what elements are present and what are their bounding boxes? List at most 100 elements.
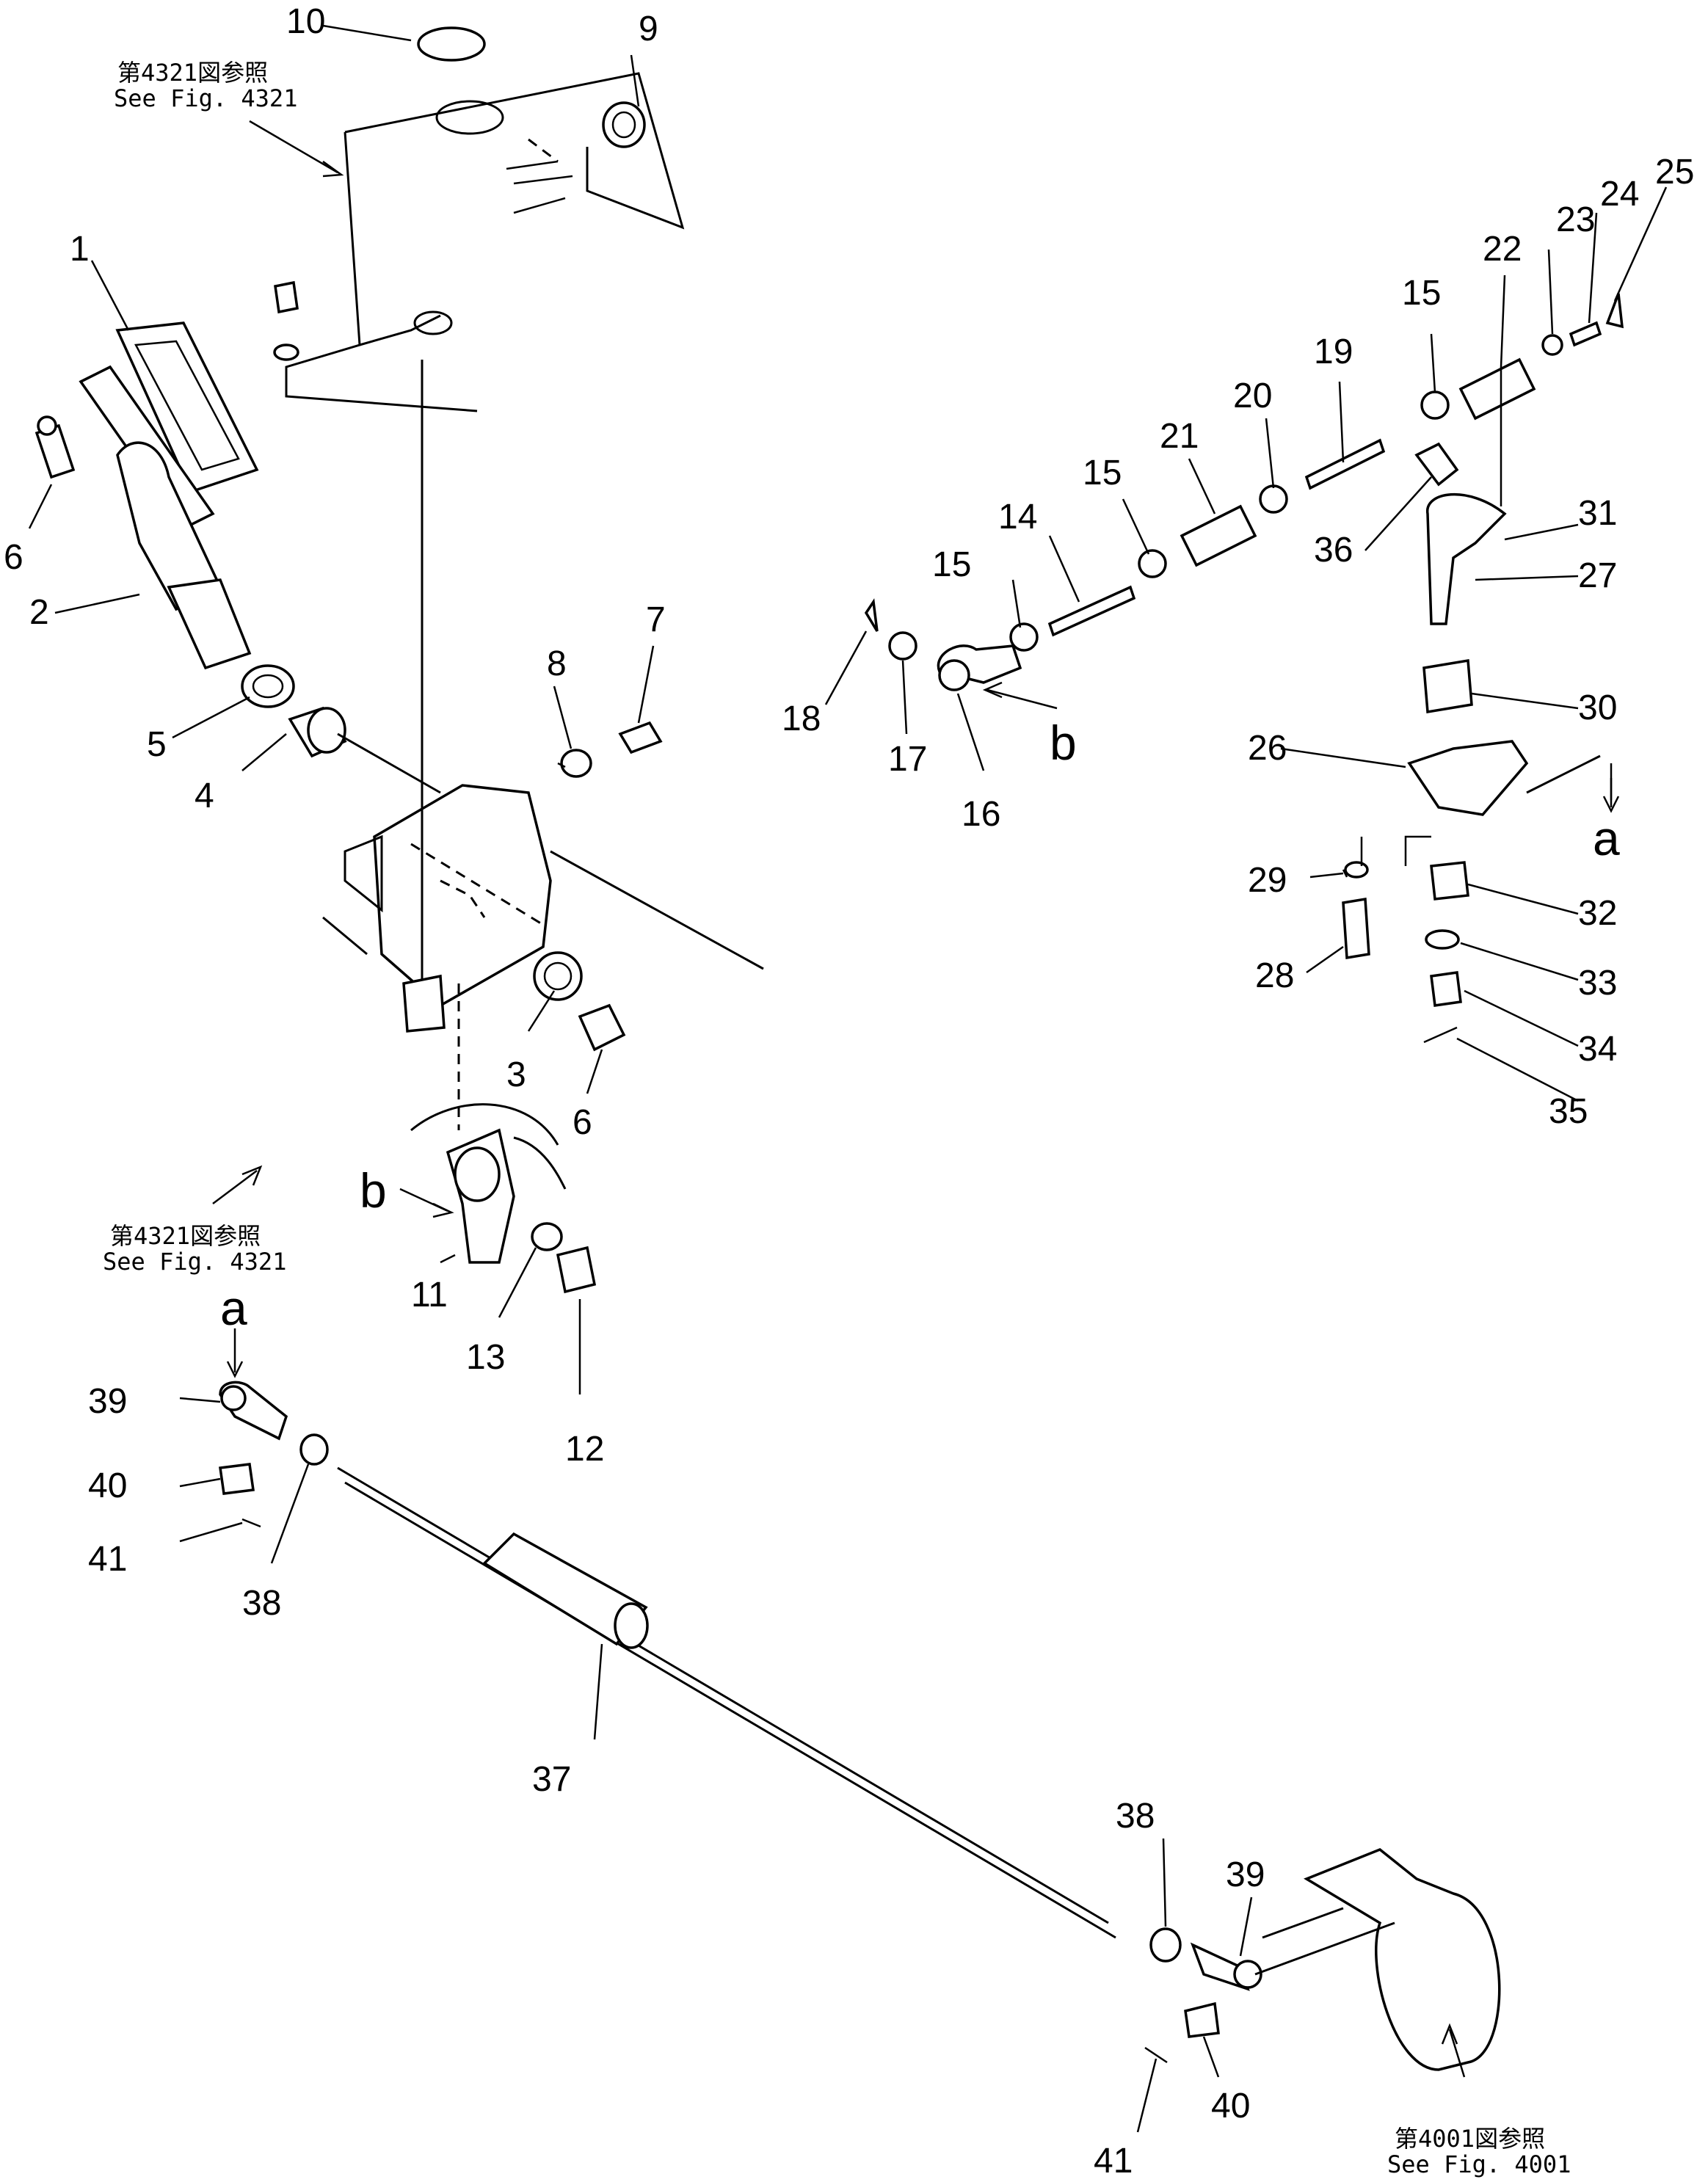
pin-18: [864, 598, 879, 632]
label-1: 1: [70, 230, 90, 269]
grease-fitting-lower: [578, 1003, 626, 1052]
label-9: 9: [639, 10, 658, 48]
label-15c: 15: [1402, 274, 1441, 313]
label-6b: 6: [573, 1103, 592, 1142]
ref-4001-jp: 第4001図参照: [1395, 2125, 1545, 2153]
pin-25: [1605, 293, 1624, 329]
upper-bracket-plate: [285, 72, 685, 412]
label-19: 19: [1314, 332, 1353, 371]
ref-4321-top-en: See Fig. 4321: [114, 84, 297, 112]
label-38b: 38: [1116, 1797, 1155, 1836]
nut-23: [1541, 334, 1563, 356]
washer-33: [1425, 929, 1460, 950]
label-21: 21: [1160, 417, 1199, 456]
label-15a: 15: [932, 545, 971, 584]
nut-40-left: [219, 1463, 255, 1495]
label-39b: 39: [1226, 1855, 1265, 1894]
lever-11: [410, 1103, 597, 1294]
label-40a: 40: [88, 1466, 127, 1505]
label-28: 28: [1255, 956, 1294, 995]
cap-10: [417, 26, 486, 62]
ref-4321-top-jp: 第4321図参照: [117, 59, 268, 87]
stud-19: [1304, 438, 1386, 490]
nut-34: [1430, 971, 1462, 1007]
nut-38-left: [299, 1433, 329, 1466]
tube-21: [1180, 504, 1257, 567]
label-27: 27: [1578, 556, 1617, 595]
view-markers: a a b b: [220, 716, 1620, 1335]
bushing-30: [1422, 658, 1473, 714]
lower-right-bracket: [1304, 1847, 1501, 2071]
leader-lines: [28, 24, 1668, 2133]
ref-4321-mid-jp: 第4321図参照: [110, 1222, 261, 1250]
label-35: 35: [1549, 1092, 1588, 1131]
label-34: 34: [1578, 1030, 1617, 1069]
marker-a-right: a: [1593, 811, 1620, 865]
label-6a: 6: [4, 538, 23, 577]
label-26: 26: [1248, 729, 1287, 768]
lever-31: [1426, 492, 1507, 625]
washer-29: [1344, 861, 1369, 879]
pedal-assembly: [34, 321, 347, 758]
label-16: 16: [962, 795, 1000, 834]
rod-tube: [482, 1532, 648, 1646]
seal-ring: [241, 664, 295, 708]
label-11: 11: [411, 1276, 448, 1314]
nut-17: [888, 631, 917, 661]
nut-15c: [1420, 390, 1450, 420]
reference-arrows: [212, 120, 1620, 2078]
nut-20: [1259, 484, 1288, 514]
label-23: 23: [1556, 200, 1595, 239]
nut-15b: [1138, 549, 1167, 578]
washer-13: [531, 1222, 563, 1251]
label-41b: 41: [1094, 2142, 1133, 2181]
nut-40-right: [1184, 2001, 1220, 2038]
bolt-12: [556, 1245, 597, 1294]
nut-15a: [1009, 622, 1039, 652]
label-37: 37: [532, 1760, 571, 1799]
label-20: 20: [1233, 377, 1272, 415]
label-4: 4: [195, 777, 214, 815]
label-29: 29: [1248, 861, 1287, 900]
label-14: 14: [998, 498, 1037, 537]
grommet-9: [602, 101, 646, 148]
label-7: 7: [646, 600, 666, 639]
ref-4001-en: See Fig. 4001: [1387, 2150, 1571, 2178]
label-25: 25: [1655, 153, 1694, 192]
bushing-32: [1430, 861, 1469, 901]
lever-26: [1407, 740, 1529, 816]
tube-22: [1458, 357, 1536, 421]
label-41a: 41: [88, 1540, 127, 1579]
label-8: 8: [547, 644, 567, 683]
nut-38-right: [1149, 1927, 1182, 1963]
label-24: 24: [1600, 175, 1639, 214]
part-labels: 1 2 3 4 5 6 6 7 8 9 10 11 12 13 14 15 15…: [4, 2, 1694, 2181]
stud-24: [1569, 321, 1602, 347]
label-13: 13: [466, 1338, 505, 1377]
nut-8: [560, 749, 592, 778]
cap-parts: [273, 26, 646, 361]
pedal-pad: [115, 321, 259, 494]
screw: [274, 280, 299, 314]
label-10: 10: [286, 2, 325, 41]
label-15b: 15: [1083, 454, 1122, 492]
stud-7: [618, 721, 663, 754]
label-40b: 40: [1211, 2087, 1250, 2125]
center-bracket: [322, 360, 764, 1130]
ref-4321-mid-en: See Fig. 4321: [103, 1248, 286, 1276]
marker-b-right: b: [1050, 716, 1077, 770]
label-12: 12: [565, 1430, 604, 1469]
label-22: 22: [1483, 230, 1522, 269]
label-5: 5: [147, 725, 167, 764]
label-31: 31: [1578, 494, 1617, 533]
label-17: 17: [888, 740, 927, 779]
rod-assembly: [219, 1381, 1501, 2071]
rod-14: [1047, 585, 1136, 637]
label-32: 32: [1578, 894, 1617, 933]
figure-references: 第4321図参照 See Fig. 4321 第4321図参照 See Fig.…: [103, 59, 1571, 2178]
label-2: 2: [29, 593, 49, 632]
label-39a: 39: [88, 1382, 127, 1421]
label-36: 36: [1314, 531, 1353, 570]
label-30: 30: [1578, 688, 1617, 727]
